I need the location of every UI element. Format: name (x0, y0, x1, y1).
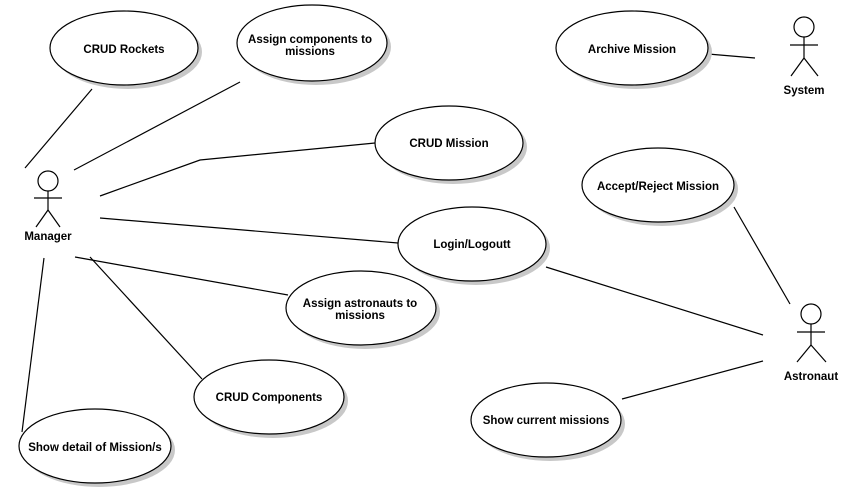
use-case-label-line1: Assign components to (248, 34, 372, 46)
actor-label: Manager (24, 231, 72, 243)
use-case-label: Archive Mission (588, 44, 676, 56)
assoc-manager-crud-components (89, 256, 203, 380)
use-case-assign-astronauts[interactable]: Assign astronauts to missions (285, 270, 440, 349)
actor-label: Astronaut (784, 371, 838, 383)
assoc-manager-crud-mission (99, 142, 376, 197)
assoc-manager-login-logout (99, 217, 399, 244)
assoc-manager-assign-astronauts (74, 256, 289, 296)
use-case-assign-components[interactable]: Assign components to missions (236, 4, 391, 85)
use-case-label: Accept/Reject Mission (597, 181, 719, 193)
use-case-label-line2: missions (335, 310, 385, 322)
stick-figure-icon (790, 16, 819, 77)
use-case-label: Show detail of Mission/s (28, 442, 162, 454)
assoc-astronaut-show-current (621, 360, 764, 400)
associations (21, 53, 791, 433)
actor-astronaut[interactable]: Astronaut (784, 303, 838, 383)
assoc-manager-crud-rockets (24, 88, 93, 169)
assoc-system-archive-mission (707, 53, 756, 59)
use-case-label: Login/Logoutt (433, 239, 510, 251)
use-case-crud-components[interactable]: CRUD Components (193, 359, 348, 438)
assoc-manager-show-detail (21, 257, 45, 433)
use-case-archive-mission[interactable]: Archive Mission (555, 10, 712, 89)
actor-label: System (784, 85, 825, 97)
use-case-show-current-missions[interactable]: Show current missions (470, 382, 625, 461)
use-case-label: CRUD Mission (409, 138, 488, 150)
actor-system[interactable]: System (784, 16, 825, 97)
use-case-crud-rockets[interactable]: CRUD Rockets (49, 10, 202, 89)
use-case-label: Show current missions (483, 415, 610, 427)
use-case-show-detail-missions[interactable]: Show detail of Mission/s (18, 408, 175, 487)
stick-figure-icon (796, 303, 827, 363)
assoc-astronaut-accept-reject (733, 206, 791, 305)
stick-figure-icon (34, 170, 62, 228)
actor-manager[interactable]: Manager (24, 170, 72, 243)
use-case-login-logout[interactable]: Login/Logoutt (397, 206, 550, 285)
use-case-label: CRUD Rockets (83, 44, 164, 56)
use-case-accept-reject-mission[interactable]: Accept/Reject Mission (581, 147, 738, 226)
use-case-crud-mission[interactable]: CRUD Mission (374, 105, 527, 184)
assoc-manager-assign-components (73, 81, 241, 171)
use-case-label-line2: missions (285, 46, 335, 58)
assoc-astronaut-login-logout (545, 266, 764, 336)
use-case-label: CRUD Components (216, 392, 323, 404)
use-case-label-line1: Assign astronauts to (303, 298, 417, 310)
